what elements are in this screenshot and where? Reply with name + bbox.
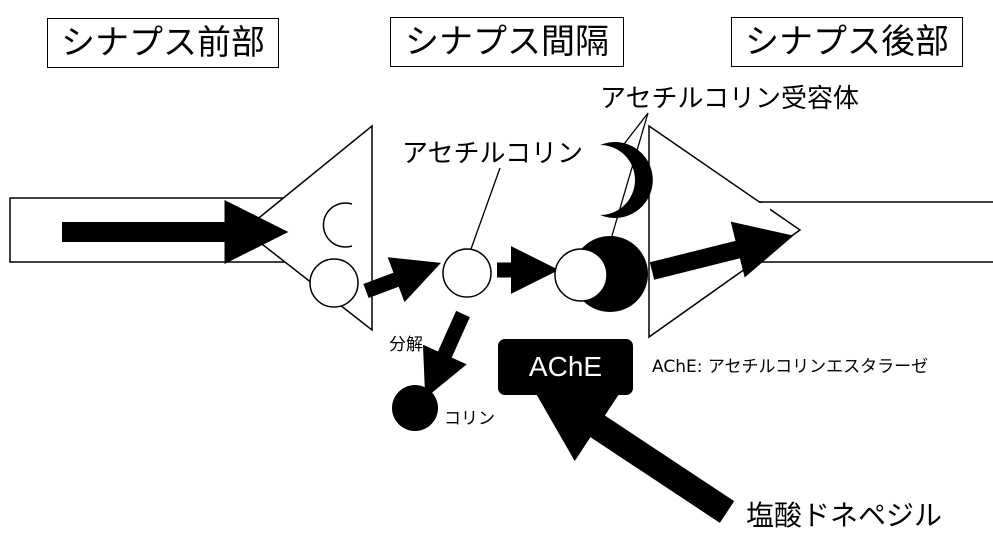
receptor-leader-2 bbox=[610, 112, 649, 240]
postsynaptic-label: シナプス後部 bbox=[731, 17, 963, 67]
release-arrow-1 bbox=[363, 257, 441, 303]
breakdown-arrow bbox=[422, 310, 470, 399]
drug-label: 塩酸ドネペジル bbox=[746, 499, 943, 532]
receptor-label: アセチルコリン受容体 bbox=[600, 84, 859, 114]
postsynaptic-terminal bbox=[648, 124, 802, 339]
breakdown-label: 分解 bbox=[389, 335, 423, 355]
ache-label: AChE bbox=[528, 351, 603, 382]
choline-molecule bbox=[392, 385, 438, 431]
receptor-leader-1 bbox=[620, 112, 649, 149]
receptor-upper bbox=[600, 142, 653, 218]
drug-arrow bbox=[528, 380, 735, 523]
acetylcholine-molecule bbox=[442, 248, 492, 298]
cleft-label: シナプス間隔 bbox=[390, 17, 624, 67]
ache-enzyme-box: AChE bbox=[498, 339, 633, 395]
vesicle-slot bbox=[322, 202, 353, 248]
acetylcholine-label: アセチルコリン bbox=[402, 139, 583, 169]
bound-acetylcholine bbox=[554, 248, 608, 302]
presynaptic-label: シナプス前部 bbox=[47, 18, 279, 68]
vesicle-acetylcholine bbox=[309, 258, 359, 308]
ache-full-name: AChE: アセチルコリンエスタラーゼ bbox=[652, 357, 929, 377]
choline-label: コリン bbox=[444, 409, 495, 429]
acetylcholine-leader bbox=[470, 167, 501, 250]
signal-arrow-out bbox=[649, 221, 794, 280]
